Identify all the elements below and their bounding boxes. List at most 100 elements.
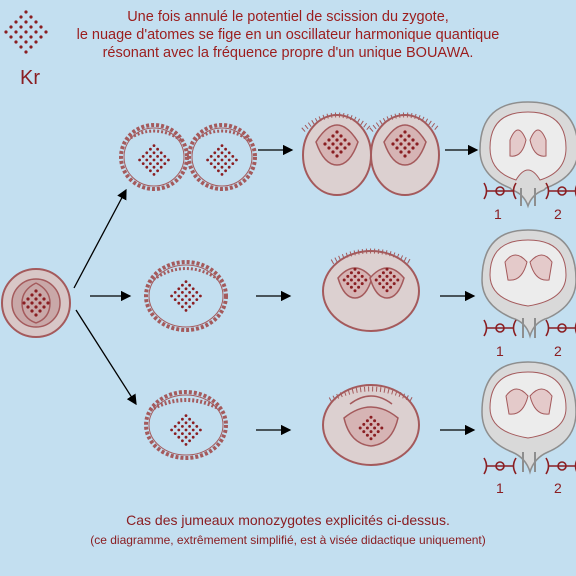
footer-line-2: (ce diagramme, extrêmement simplifié, es… <box>90 533 486 547</box>
dot <box>149 169 152 173</box>
dot <box>170 294 174 298</box>
dot <box>145 165 149 169</box>
dot <box>34 289 38 293</box>
dot <box>14 20 18 24</box>
row1-stage3-fetuses <box>479 101 576 209</box>
dot <box>213 158 217 162</box>
dot <box>19 35 23 39</box>
dot <box>365 426 369 430</box>
dot <box>195 425 199 428</box>
row2-stage2-embryos <box>322 248 420 332</box>
dot <box>24 40 28 44</box>
dot <box>364 278 368 282</box>
dot <box>159 165 163 169</box>
dot <box>227 151 231 155</box>
dot <box>213 165 217 169</box>
dot <box>19 25 23 29</box>
dot <box>399 150 403 154</box>
dot <box>357 278 361 282</box>
dot <box>188 291 192 294</box>
dot <box>145 151 149 155</box>
dot <box>349 271 353 275</box>
dot <box>339 150 343 154</box>
dot <box>369 415 373 419</box>
dot <box>177 301 181 305</box>
dot <box>4 30 8 34</box>
dot <box>224 155 228 158</box>
dot <box>407 150 411 154</box>
dot <box>163 162 167 166</box>
dot <box>44 30 48 34</box>
dot <box>199 294 202 298</box>
header-line-1: Une fois annulé le potentiel de scission… <box>127 9 449 25</box>
dot <box>199 428 202 432</box>
dot <box>152 151 156 155</box>
dot <box>184 294 188 298</box>
dot <box>376 430 380 434</box>
dot <box>353 282 357 286</box>
dot <box>145 158 149 162</box>
dot <box>191 428 195 432</box>
dot <box>173 432 177 435</box>
twin-label-1-row3: 1 <box>496 480 504 496</box>
twin-label-1-row2: 1 <box>496 343 504 359</box>
dot <box>381 271 385 275</box>
dot <box>342 278 346 282</box>
dot <box>177 428 181 432</box>
dot <box>170 428 174 432</box>
dot <box>30 293 34 297</box>
dot <box>188 283 192 287</box>
dot <box>149 155 152 158</box>
dot <box>177 421 181 425</box>
dot <box>369 422 373 426</box>
dot <box>327 138 331 142</box>
dot <box>378 274 382 278</box>
dot <box>389 271 393 275</box>
dot <box>177 287 181 291</box>
dot <box>346 282 350 286</box>
dot <box>188 425 192 428</box>
dot <box>34 305 38 309</box>
row3-stage1-blastocyst <box>144 390 228 460</box>
dot <box>385 274 389 278</box>
dot <box>152 165 156 169</box>
dot <box>335 130 339 134</box>
row2-stage3-fetuses <box>481 229 576 339</box>
dot <box>184 280 188 283</box>
dot <box>19 45 23 49</box>
dot <box>347 142 351 146</box>
dot <box>365 433 369 437</box>
dot <box>369 437 373 441</box>
dot <box>34 313 38 317</box>
dot <box>181 417 184 421</box>
dot <box>159 151 163 155</box>
dot <box>26 297 30 301</box>
dot <box>30 301 34 305</box>
dot <box>407 134 411 138</box>
dot <box>227 165 231 169</box>
twin-label-2-row2: 2 <box>554 343 562 359</box>
dot <box>209 155 213 158</box>
dot <box>357 285 361 289</box>
dot <box>369 430 373 434</box>
dot <box>173 298 177 301</box>
dot <box>34 297 38 301</box>
dot <box>159 158 163 162</box>
dot <box>362 430 366 434</box>
dot <box>407 142 411 146</box>
twin-label-2-row3: 2 <box>554 480 562 496</box>
dot <box>152 158 156 162</box>
dot <box>181 425 184 428</box>
dot <box>335 146 339 150</box>
dot <box>381 285 385 289</box>
row3-stage2-embryo <box>322 384 420 466</box>
dot <box>38 301 42 305</box>
dot <box>184 421 188 425</box>
dot <box>184 301 188 305</box>
dot <box>231 155 235 158</box>
dot <box>385 282 389 286</box>
dot <box>389 278 393 282</box>
dot <box>217 155 220 158</box>
dot <box>206 158 210 162</box>
